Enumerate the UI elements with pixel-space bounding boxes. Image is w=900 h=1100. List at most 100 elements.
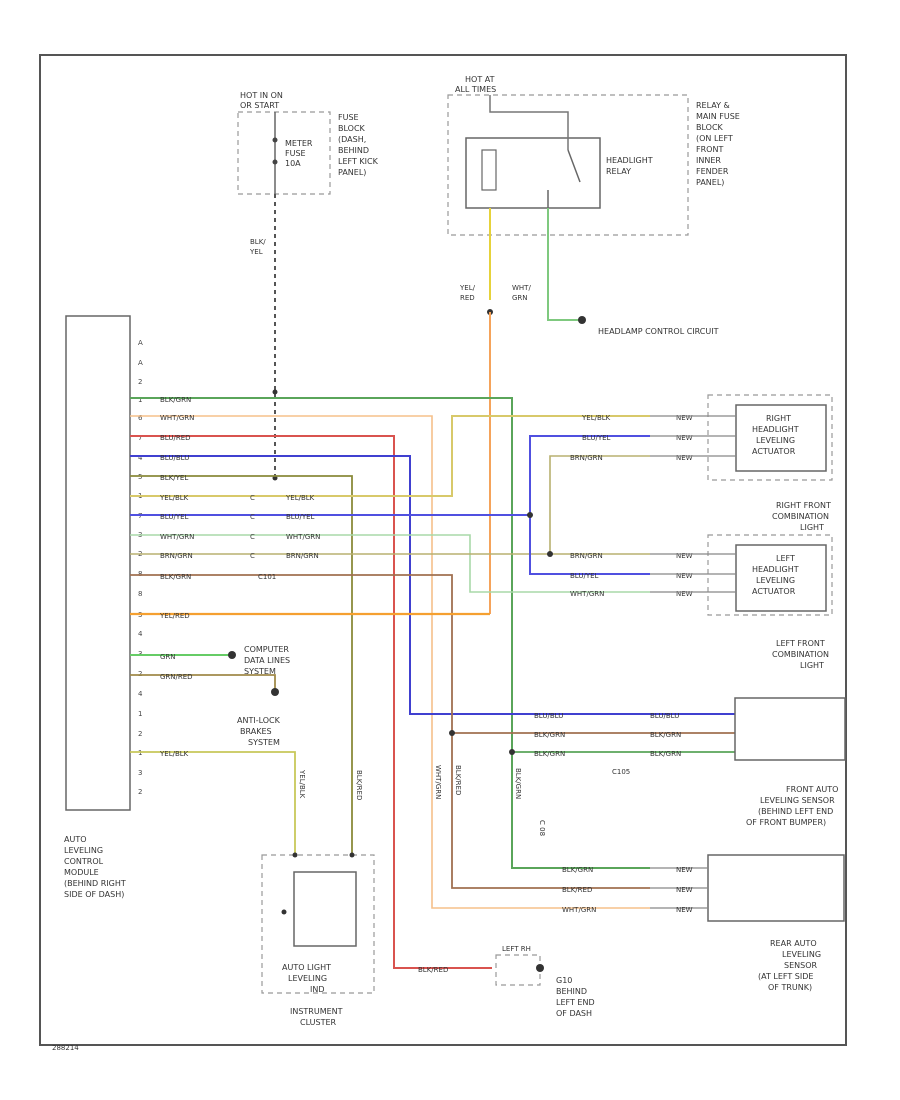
svg-text:GRN/RED: GRN/RED bbox=[160, 673, 193, 681]
mid-wire-labels: YEL/BLK BLU/YEL WHT/GRN BRN/GRN C101 bbox=[258, 494, 320, 581]
control-module-box bbox=[65, 315, 131, 811]
svg-text:BLK/GRN: BLK/GRN bbox=[562, 866, 593, 874]
module-wire-labels: BLK/GRN WHT/GRN BLU/RED BLU/BLU BLK/YEL … bbox=[159, 396, 194, 758]
svg-text:A: A bbox=[138, 339, 143, 347]
control-module: A A 2 1 6 7 4 5 1 7 3 2 8 8 3 4 3 2 4 1 … bbox=[64, 315, 143, 899]
module-pins: A A 2 1 6 7 4 5 1 7 3 2 8 8 3 4 3 2 4 1 … bbox=[138, 339, 143, 796]
svg-text:YEL/BLK: YEL/BLK bbox=[159, 494, 189, 502]
front-leveling-sensor: BLU/BLU BLK/GRN BLK/GRN BLU/BLU BLK/GRN … bbox=[534, 697, 846, 827]
svg-text:BLK/GRN: BLK/GRN bbox=[160, 396, 191, 404]
instrument-cluster: AUTO LIGHT LEVELING IND INSTRUMENT CLUST… bbox=[261, 852, 375, 1027]
svg-text:5: 5 bbox=[138, 473, 142, 481]
left-combo-label: LEFT FRONT COMBINATION LIGHT bbox=[772, 639, 832, 670]
svg-text:FRONT AUTO LEVELING SENS: FRONT AUTO LEVELING SENSOR (BEHIND LEFT … bbox=[746, 785, 841, 827]
svg-text:WHT/GRN: WHT/GRN bbox=[434, 765, 442, 799]
svg-text:A: A bbox=[138, 359, 143, 367]
svg-text:LEFT HEADLIGHT LEV: LEFT HEADLIGHT LEVELING ACTUATOR bbox=[752, 554, 801, 596]
wire-yel-red-label: YEL/ RED bbox=[459, 284, 477, 302]
svg-text:BLK/RED: BLK/RED bbox=[418, 966, 448, 974]
svg-text:BLU/RED: BLU/RED bbox=[160, 434, 191, 442]
svg-text:NEW: NEW bbox=[676, 414, 693, 422]
left-headlight-actuator: LEFT HEADLIGHT LEVELING ACTUATOR BRN/GRN… bbox=[570, 534, 833, 616]
svg-text:BLK/GRN: BLK/GRN bbox=[650, 731, 681, 739]
svg-text:2: 2 bbox=[138, 788, 142, 796]
svg-text:WHT/GRN: WHT/GRN bbox=[570, 590, 604, 598]
wire-module-yel-blk-2 bbox=[130, 751, 296, 855]
svg-text:C 08: C 08 bbox=[538, 820, 546, 836]
svg-text:1: 1 bbox=[138, 710, 142, 718]
svg-text:NEW: NEW bbox=[676, 552, 693, 560]
wire-blk-yel-label: BLK/ YEL bbox=[249, 238, 268, 256]
svg-text:C: C bbox=[250, 494, 255, 502]
wire-module-blk-grn bbox=[130, 397, 650, 869]
mid-connector: C C C C bbox=[250, 494, 255, 560]
wire-module-wht-grn-2 bbox=[130, 534, 650, 593]
svg-text:BLK/RED: BLK/RED bbox=[454, 765, 462, 795]
svg-text:BLU/YEL: BLU/YEL bbox=[286, 513, 315, 521]
control-module-label: AUTO LEVELING CONTROL MODULE (BEHIND RIG… bbox=[64, 835, 128, 899]
svg-text:NEW: NEW bbox=[676, 454, 693, 462]
svg-text:LEFT RH: LEFT RH bbox=[502, 945, 531, 953]
wire-module-blk-grn-2 bbox=[130, 574, 650, 889]
svg-text:6: 6 bbox=[138, 414, 143, 422]
antilock-label: ANTI-LOCK BRAKES SYSTEM bbox=[237, 716, 282, 747]
svg-text:REAR AUTO LEVELING: REAR AUTO LEVELING SENSOR (AT LEFT SIDE … bbox=[758, 939, 824, 992]
diagram-frame bbox=[39, 54, 847, 1046]
svg-text:GRN: GRN bbox=[160, 653, 176, 661]
svg-text:2: 2 bbox=[138, 378, 142, 386]
right-combo-label: RIGHT FRONT COMBINATION LIGHT bbox=[772, 501, 833, 532]
wire-module-blu-red bbox=[130, 435, 492, 969]
wire-module-blu-yel bbox=[130, 435, 650, 516]
svg-text:1: 1 bbox=[138, 396, 142, 404]
fuse-block-label: FUSE BLOCK (DASH, BEHIND LEFT KICK PANEL… bbox=[338, 113, 380, 177]
svg-text:C: C bbox=[250, 552, 255, 560]
svg-text:BLK/GRN: BLK/GRN bbox=[160, 573, 191, 581]
svg-text:NEW: NEW bbox=[676, 866, 693, 874]
svg-text:NEW: NEW bbox=[676, 886, 693, 894]
svg-text:NEW: NEW bbox=[676, 906, 693, 914]
svg-text:2: 2 bbox=[138, 670, 142, 678]
svg-text:BLU/BLU: BLU/BLU bbox=[650, 712, 679, 720]
svg-text:BLU/YEL: BLU/YEL bbox=[570, 572, 599, 580]
svg-text:NEW: NEW bbox=[676, 590, 693, 598]
relay-block: HOT AT ALL TIMES HEADLIGHT RELAY RELAY &… bbox=[447, 75, 740, 236]
svg-text:YEL/BLK: YEL/BLK bbox=[159, 750, 189, 758]
relay-hot-label: HOT AT ALL TIMES bbox=[455, 75, 497, 94]
fuse-name: METER FUSE 10A bbox=[285, 139, 315, 168]
wire-blu-yel-left bbox=[529, 515, 650, 575]
rear-leveling-sensor: BLK/GRN BLK/RED WHT/GRN NEW NEW NEW REAR… bbox=[562, 854, 845, 992]
vertical-wire-labels: YEL/BLK BLK/RED WHT/GRN BLK/RED BLK/GRN … bbox=[298, 765, 546, 836]
svg-text:NEW: NEW bbox=[676, 572, 693, 580]
svg-text:BRN/GRN: BRN/GRN bbox=[160, 552, 193, 560]
svg-text:WHT/GRN: WHT/GRN bbox=[160, 414, 194, 422]
svg-text:BRN/GRN: BRN/GRN bbox=[286, 552, 319, 560]
relay-block-outline bbox=[447, 94, 689, 236]
wire-module-blk-yel bbox=[130, 475, 353, 855]
svg-text:YEL/BLK: YEL/BLK bbox=[298, 769, 306, 799]
svg-text:8: 8 bbox=[138, 570, 142, 578]
svg-text:4: 4 bbox=[138, 454, 143, 462]
svg-text:BLU/BLU: BLU/BLU bbox=[160, 454, 189, 462]
svg-text:BLK/RED: BLK/RED bbox=[355, 770, 363, 800]
svg-text:BLU/YEL: BLU/YEL bbox=[582, 434, 611, 442]
svg-text:BRN/GRN: BRN/GRN bbox=[570, 552, 603, 560]
svg-text:BLK/GRN: BLK/GRN bbox=[650, 750, 681, 758]
svg-text:RIGHT HEADLIGHT LE: RIGHT HEADLIGHT LEVELING ACTUATOR bbox=[752, 414, 801, 456]
svg-text:YEL/BLK: YEL/BLK bbox=[285, 494, 315, 502]
svg-text:WHT/GRN: WHT/GRN bbox=[286, 533, 320, 541]
svg-text:BLK/GRN: BLK/GRN bbox=[534, 750, 565, 758]
footer-code: 288214 bbox=[52, 1044, 79, 1052]
svg-text:4: 4 bbox=[138, 690, 143, 698]
svg-text:WHT/GRN: WHT/GRN bbox=[160, 533, 194, 541]
svg-text:C101: C101 bbox=[258, 573, 276, 581]
svg-text:AUTO LIGHT LEVELING: AUTO LIGHT LEVELING IND INSTRUMENT CLUST… bbox=[282, 963, 345, 1027]
wire-module-yel-blk bbox=[130, 415, 650, 497]
svg-text:8: 8 bbox=[138, 590, 142, 598]
svg-text:2: 2 bbox=[138, 730, 142, 738]
svg-text:C105: C105 bbox=[612, 768, 630, 776]
fuse-block-outline bbox=[237, 111, 331, 195]
wire-wht-grn-label: WHT/ GRN bbox=[512, 284, 533, 302]
headlamp-circuit-label: HEADLAMP CONTROL CIRCUIT bbox=[598, 327, 719, 336]
svg-text:BLK/YEL: BLK/YEL bbox=[160, 474, 188, 482]
